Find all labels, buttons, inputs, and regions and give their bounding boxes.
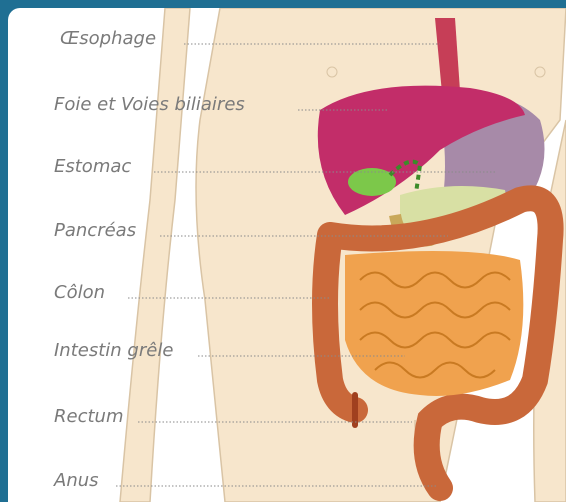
label-foie-voies-biliaires: Foie et Voies biliaires [54, 96, 245, 114]
label-anus: Anus [54, 472, 99, 490]
label-rectum: Rectum [54, 408, 123, 426]
label-pancreas: Pancréas [54, 222, 136, 240]
label-colon: Côlon [54, 284, 105, 302]
anatomy-illustration [8, 8, 566, 502]
arm-left [120, 8, 190, 502]
label-intestin-grele: Intestin grêle [54, 342, 173, 360]
label-estomac: Estomac [54, 158, 131, 176]
label-oesophagus: Œsophage [60, 30, 156, 48]
diagram-panel: Œsophage Foie et Voies biliaires Estomac… [8, 8, 566, 502]
